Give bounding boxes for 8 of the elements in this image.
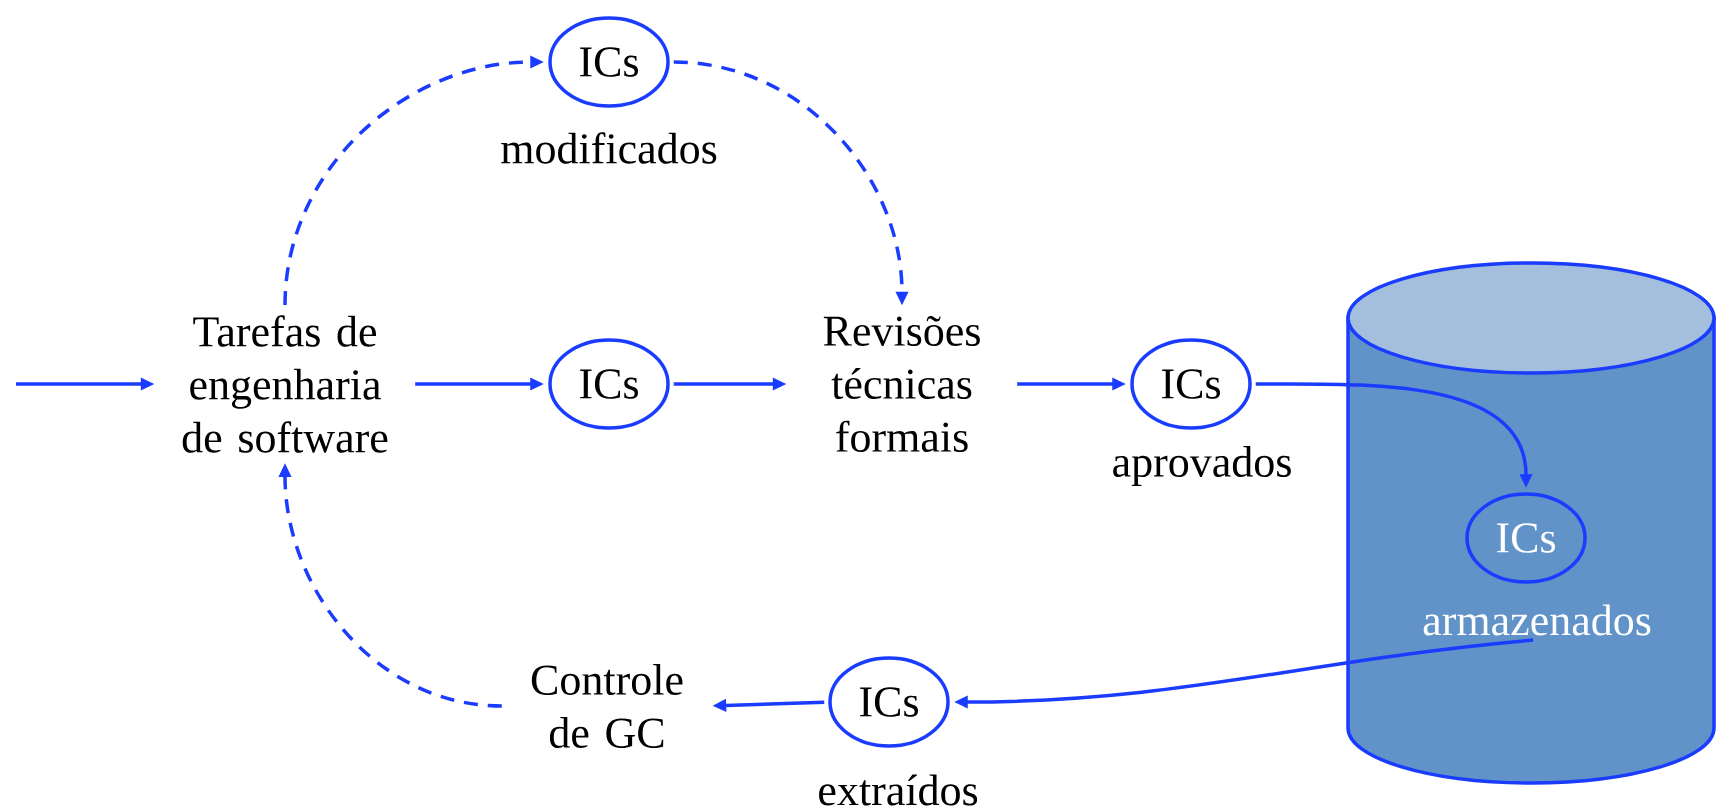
node-label: Tarefas de engenharia de software — [182, 315, 388, 453]
node-label: Controle de GC — [531, 664, 683, 748]
node-label: Revisões técnicas formais — [823, 315, 980, 453]
database-cylinder — [1346, 261, 1716, 785]
node-caption: modificados — [501, 132, 717, 164]
node-caption: extraídos — [819, 774, 978, 806]
node-caption: armazenados — [1423, 604, 1651, 636]
node-caption: aprovados — [1113, 446, 1291, 486]
